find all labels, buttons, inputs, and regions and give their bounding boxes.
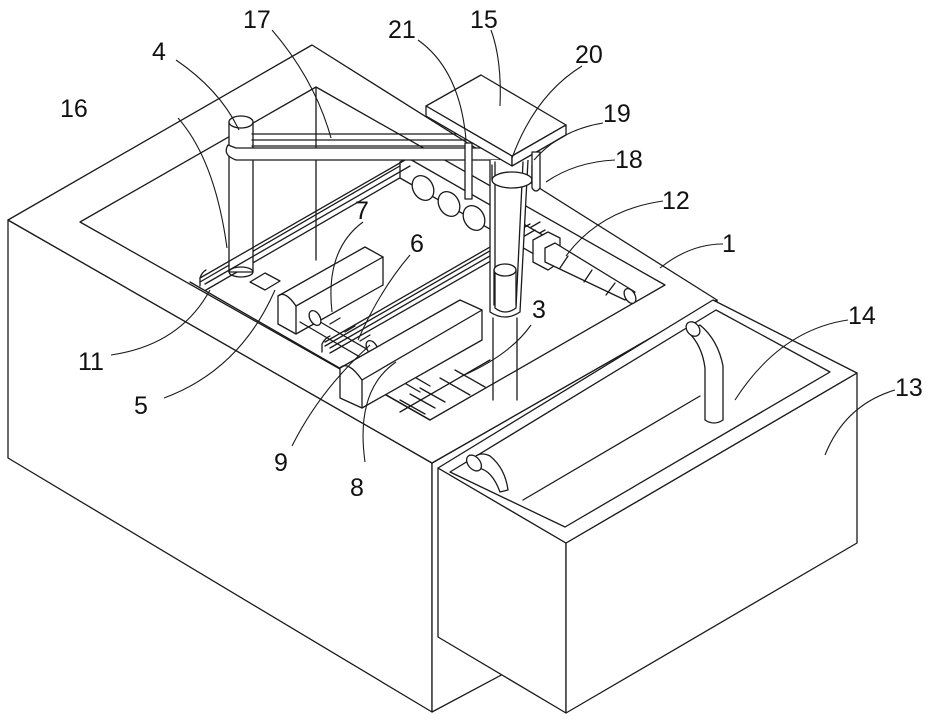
label-12: 12 bbox=[662, 187, 690, 215]
nozzle-ring bbox=[411, 175, 435, 201]
collection-box-13 bbox=[437, 299, 858, 714]
reference-labels: 4 17 16 21 15 20 19 18 12 1 7 6 3 14 13 … bbox=[60, 6, 923, 502]
label-14: 14 bbox=[848, 302, 876, 330]
lower-rollers bbox=[399, 359, 491, 415]
arm-17 bbox=[225, 133, 501, 161]
label-19: 19 bbox=[603, 100, 631, 128]
leg-21 bbox=[464, 142, 473, 200]
leader-lines bbox=[110, 29, 896, 463]
label-3: 3 bbox=[532, 296, 546, 324]
label-13: 13 bbox=[895, 374, 923, 402]
label-4: 4 bbox=[152, 38, 166, 66]
label-5: 5 bbox=[134, 392, 148, 420]
label-11: 11 bbox=[78, 348, 104, 376]
motor-plate-15 bbox=[425, 74, 567, 167]
box-opening bbox=[449, 309, 831, 528]
column-4 bbox=[228, 115, 254, 278]
inner-floor-front-edge bbox=[189, 281, 431, 421]
belt-20 bbox=[489, 159, 529, 318]
label-15: 15 bbox=[470, 6, 498, 34]
guide-block-8 bbox=[339, 299, 483, 409]
elbow-pipe bbox=[465, 453, 509, 493]
label-1: 1 bbox=[722, 230, 736, 258]
rod-16 bbox=[199, 159, 411, 287]
nozzle-ring bbox=[437, 191, 461, 217]
label-8: 8 bbox=[350, 474, 364, 502]
roller-12 bbox=[544, 242, 637, 305]
label-20: 20 bbox=[575, 41, 603, 69]
pipe-14 bbox=[685, 321, 724, 424]
label-7: 7 bbox=[355, 197, 369, 225]
label-9: 9 bbox=[274, 449, 288, 477]
leg-18 bbox=[531, 151, 541, 192]
label-16: 16 bbox=[60, 95, 88, 123]
label-17: 17 bbox=[243, 6, 271, 34]
label-18: 18 bbox=[615, 146, 643, 174]
nozzle-ring bbox=[462, 205, 486, 231]
label-6: 6 bbox=[410, 230, 424, 258]
slot-5 bbox=[249, 272, 281, 291]
shaft-3 bbox=[492, 317, 518, 401]
label-21: 21 bbox=[388, 16, 416, 44]
